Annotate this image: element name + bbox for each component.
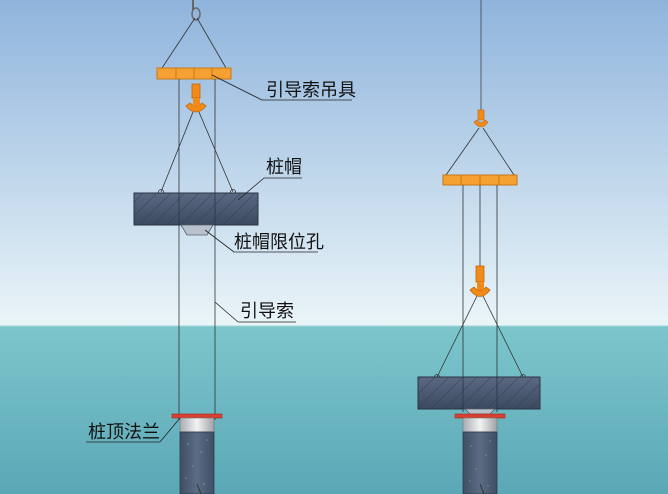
label-pile-cap-limit-hole: 桩帽限位孔 [234, 232, 324, 253]
hook-icon [469, 265, 491, 297]
pile-cap [133, 192, 259, 236]
hook-icon [473, 109, 489, 128]
top-shackle-icon [191, 0, 201, 21]
label-guide-rope: 引导索 [240, 301, 294, 322]
left-assembly [133, 0, 259, 494]
callout-pile-cap-limit-hole: 桩帽限位孔 [204, 229, 324, 253]
label-guide-rope-spreader: 引导索吊具 [266, 80, 356, 101]
sky [0, 0, 668, 326]
label-pile-top-flange: 桩顶法兰 [88, 422, 160, 443]
label-pile-cap: 桩帽 [266, 157, 302, 178]
callout-guide-rope-spreader: 引导索吊具 [211, 74, 356, 101]
hook-icon [185, 83, 207, 113]
pile-left [171, 413, 223, 494]
pile-right [454, 413, 506, 494]
callout-guide-rope: 引导索 [214, 301, 296, 323]
right-assembly [417, 0, 541, 494]
guide-rope-spreader [442, 174, 518, 186]
callout-pile-top-flange: 桩顶法兰 [86, 417, 181, 443]
guide-rope-spreader [156, 67, 232, 80]
water [0, 326, 668, 494]
pile-cap [417, 376, 541, 415]
callout-pile-cap: 桩帽 [237, 157, 302, 201]
